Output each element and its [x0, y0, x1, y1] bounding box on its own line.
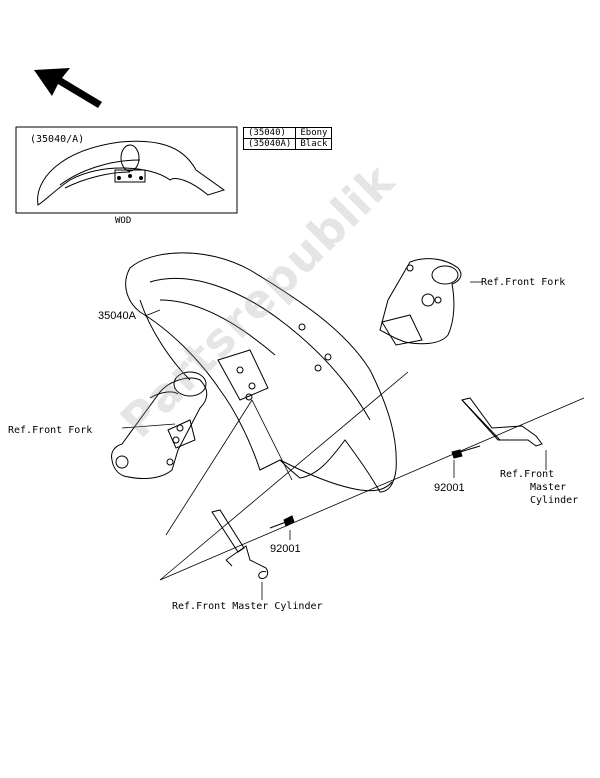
part-number-bolt-bottom[interactable]: 92001: [270, 543, 301, 555]
ref-front-fork-right[interactable]: Ref.Front Fork: [481, 277, 566, 288]
variant-color: Black: [295, 138, 333, 150]
bottom-bolt-92001: [269, 515, 295, 529]
inset-fender-drawing: [37, 140, 226, 206]
front-direction-arrow: [34, 68, 102, 108]
main-fender: [125, 252, 397, 493]
inset-caption: WOD: [115, 216, 132, 226]
ref-master-cylinder-bottom[interactable]: Ref.Front Master Cylinder: [172, 601, 323, 612]
inset-frame: [15, 126, 238, 214]
variant-code: (35040A): [242, 138, 297, 150]
variant-code: (35040): [242, 127, 297, 139]
ref-master-cylinder-right-line2[interactable]: Master: [530, 482, 567, 493]
left-front-fork: [111, 371, 208, 479]
variant-row: (35040) Ebony: [242, 127, 333, 139]
part-number-bolt-right[interactable]: 92001: [434, 482, 465, 494]
leader-lines: [121, 281, 585, 600]
variant-color: Ebony: [295, 127, 333, 139]
color-variant-table: (35040) Ebony (35040A) Black: [242, 127, 333, 150]
bottom-master-cylinder-bracket: [211, 509, 269, 579]
right-bolt-92001: [451, 445, 481, 459]
variant-row: (35040A) Black: [242, 138, 333, 150]
ref-master-cylinder-right-line1[interactable]: Ref.Front: [500, 469, 555, 480]
right-front-fork: [379, 258, 462, 346]
right-master-cylinder-bracket: [461, 397, 543, 447]
part-number-fender[interactable]: 35040A: [98, 310, 136, 322]
inset-part-label: (35040/A): [30, 134, 85, 145]
ref-front-fork-left[interactable]: Ref.Front Fork: [8, 425, 93, 436]
ref-master-cylinder-right-line3[interactable]: Cylinder: [530, 495, 579, 506]
